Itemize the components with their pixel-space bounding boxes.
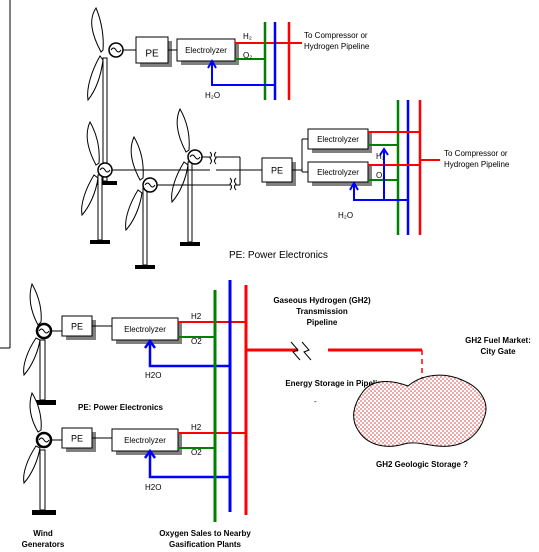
top-system: PE Electrolyzer H₂ O₂ H₂O To Compressor … — [87, 6, 370, 185]
bottom-system: PE Electrolyzer H2 O2 H2O PE: Power Elec… — [22, 280, 531, 549]
pe-box: PE — [261, 157, 296, 186]
pipeline-title-line1: Gaseous Hydrogen (GH2) — [273, 296, 371, 305]
dash-mark: - — [314, 397, 317, 406]
destination-line1: To Compressor or — [444, 149, 508, 158]
pe-box: PE — [135, 36, 172, 67]
pe-box: PE — [61, 315, 96, 340]
pe-box: PE — [61, 427, 96, 452]
destination-line2: Hydrogen Pipeline — [304, 42, 370, 51]
electrolyzer-label: Electrolyzer — [317, 168, 359, 177]
h2o-label: H₂O — [338, 211, 353, 220]
oxygen-sales-line1: Oxygen Sales to Nearby — [159, 529, 251, 538]
h2-label: H₂ — [243, 32, 252, 41]
h2o-label: H2O — [145, 483, 161, 492]
electrolyzer-box: Electrolyzer — [111, 317, 182, 344]
collector-wiring — [112, 151, 262, 191]
geologic-storage-shape — [353, 374, 487, 447]
water-supply-line — [211, 63, 275, 86]
middle-system: PE Electrolyzer Electrolyzer H₂ — [81, 100, 510, 269]
fuel-market-line2: City Gate — [480, 347, 516, 356]
pipeline-title-line3: Pipeline — [307, 318, 338, 327]
wind-turbine — [171, 107, 203, 246]
wind-generators-line1: Wind — [33, 529, 53, 538]
wind-turbine — [81, 120, 113, 244]
electrolyzer-label: Electrolyzer — [124, 325, 166, 334]
wind-turbine — [23, 282, 62, 405]
h2o-label: H₂O — [205, 91, 220, 100]
h2-label: H2 — [191, 312, 202, 321]
destination-line2: Hydrogen Pipeline — [444, 160, 510, 169]
oxygen-sales-line2: Gasification Plants — [169, 540, 242, 549]
h2-label: H₂ — [376, 152, 385, 161]
wind-turbine — [23, 391, 62, 515]
o2-label: O₂ — [376, 171, 385, 180]
frame-border — [0, 0, 11, 349]
wind-turbine — [125, 135, 158, 269]
h2o-label: H2O — [145, 371, 161, 380]
o2-label: O2 — [191, 448, 202, 457]
pe-caption: PE: Power Electronics — [229, 250, 328, 261]
pe-label: PE — [145, 49, 159, 60]
electrolyzer-box-upper: Electrolyzer — [307, 128, 372, 153]
energy-storage-label: Energy Storage in Pipeline — [285, 379, 387, 388]
pe-caption: PE: Power Electronics — [78, 403, 163, 412]
pe-label: PE — [271, 165, 283, 175]
wind-generators-line2: Generators — [22, 540, 65, 549]
fuel-market-line1: GH2 Fuel Market: — [465, 336, 531, 345]
h2-label: H2 — [191, 423, 202, 432]
electrolyzer-box-lower: Electrolyzer — [307, 161, 372, 186]
o2-label: O₂ — [243, 51, 252, 60]
electrolyzer-label: Electrolyzer — [185, 46, 227, 55]
electrolyzer-box: Electrolyzer — [111, 428, 182, 455]
pe-label: PE — [71, 433, 83, 443]
electrolyzer-box: Electrolyzer — [176, 38, 239, 65]
destination-line1: To Compressor or — [304, 31, 368, 40]
electrolyzer-label: Electrolyzer — [317, 135, 359, 144]
wind-turbine — [87, 6, 136, 185]
geologic-storage-label: GH2 Geologic Storage ? — [376, 460, 468, 469]
o2-label: O2 — [191, 337, 202, 346]
pe-label: PE — [71, 321, 83, 331]
pipeline-title-line2: Transmission — [296, 307, 348, 316]
electrolyzer-label: Electrolyzer — [124, 436, 166, 445]
